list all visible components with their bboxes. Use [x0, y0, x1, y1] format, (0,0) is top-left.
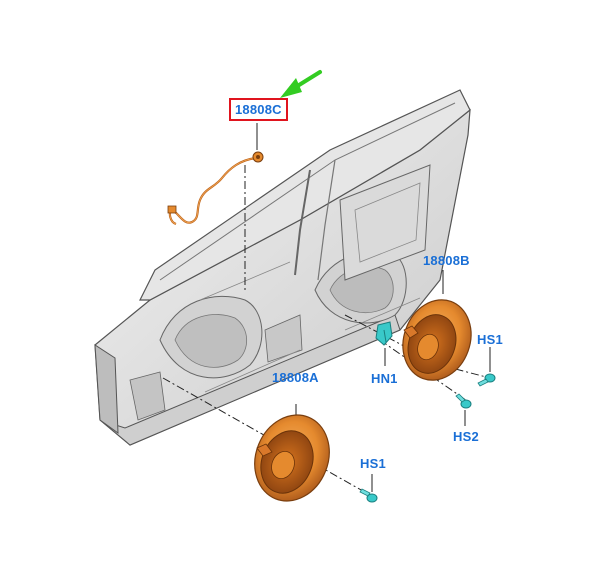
pointer-arrow-icon [280, 70, 322, 98]
callout-hn1[interactable]: HN1 [371, 371, 398, 386]
callout-hs2[interactable]: HS2 [453, 429, 479, 444]
callout-18808c[interactable]: 18808C [229, 98, 288, 121]
callout-18808a[interactable]: 18808A [272, 370, 319, 385]
callout-hs1-lower[interactable]: HS1 [360, 456, 386, 471]
callout-18808b[interactable]: 18808B [423, 253, 470, 268]
screw-hs1-upper [477, 373, 496, 387]
door-inner-panel [94, 89, 471, 446]
screw-hs2 [455, 393, 472, 409]
screw-hs1-lower [359, 488, 378, 503]
wiring-harness-18808c [167, 151, 264, 226]
callout-hs1-upper[interactable]: HS1 [477, 332, 503, 347]
speaker-18808a [254, 414, 330, 502]
speaker-18808b [402, 299, 472, 381]
fastener-hn1 [375, 321, 393, 346]
